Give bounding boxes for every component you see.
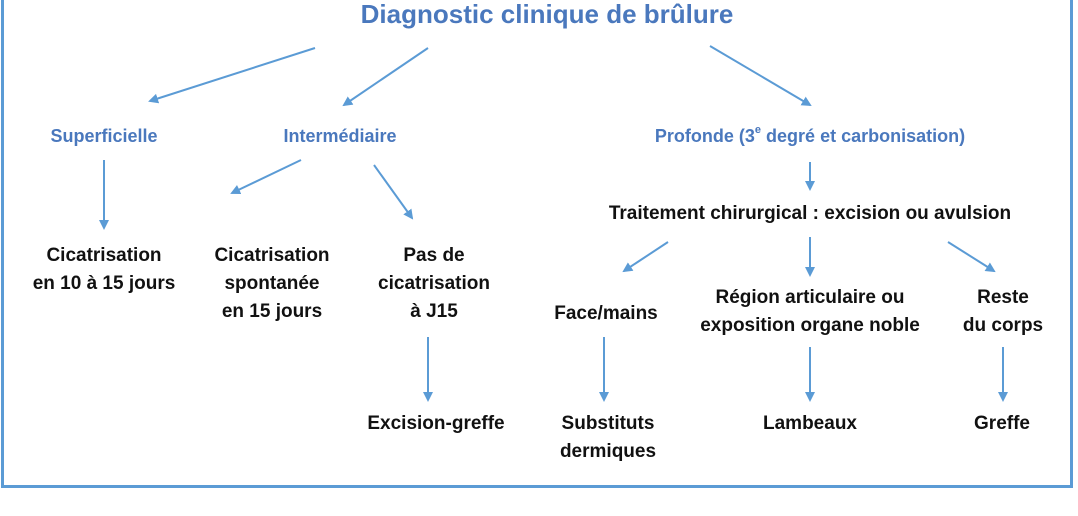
profonde-label-end: degré et carbonisation) [761,126,966,146]
node-cicatrisation-spontanee: Cicatrisation spontanée en 15 jours [214,242,329,326]
node-line: Substituts [561,413,655,434]
profonde-label-sup: e [754,124,762,136]
node-line: Cicatrisation [46,245,162,266]
node-pas-de-cicatrisation: Pas de cicatrisation à J15 [378,242,490,326]
node-reste-du-corps: Reste du corps [963,284,1043,340]
arrow-title-to-intermediaire [342,47,429,107]
node-cicatrisation-10-15: Cicatrisation en 10 à 15 jours [33,242,176,298]
node-line: Pas de [403,245,465,266]
node-line: Région articulaire ou [715,287,905,308]
node-region-articulaire: Région articulaire ou exposition organe … [700,284,920,340]
diagram-frame [1,0,1073,488]
category-profonde: Profonde (3e degré et carbonisation) [655,122,965,150]
node-greffe: Greffe [974,413,1030,434]
node-excision-greffe: Excision-greffe [367,413,505,434]
category-intermediaire: Intermédiaire [283,126,397,146]
node-line: dermiques [559,441,657,462]
node-line: du corps [962,315,1044,336]
node-line: Reste [977,287,1029,308]
category-superficielle: Superficielle [50,126,158,146]
node-face-mains: Face/mains [554,303,658,324]
node-line: Cicatrisation [214,245,330,266]
arrow-title-to-profonde [709,45,812,107]
arrow-intermediaire-to-pas [373,164,414,220]
diagram-title: Diagnostic clinique de brûlure [360,0,734,29]
node-line: en 15 jours [221,301,323,322]
arrow-traitement-to-face [622,241,669,273]
node-line: en 10 à 15 jours [32,273,176,294]
node-substituts-dermiques: Substituts dermiques [560,410,656,466]
node-lambeaux: Lambeaux [763,413,857,434]
arrow-traitement-to-reste [947,241,996,273]
node-traitement-chirurgical: Traitement chirurgical : excision ou avu… [608,203,1012,224]
node-line: cicatrisation [378,273,490,294]
node-line: spontanée [224,273,320,294]
arrow-intermediaire-to-spontanee [230,159,302,195]
node-line: à J15 [410,301,458,322]
node-line: exposition organe noble [700,315,920,336]
profonde-label-start: Profonde (3 [654,126,755,146]
arrow-title-to-superficielle [148,47,316,104]
